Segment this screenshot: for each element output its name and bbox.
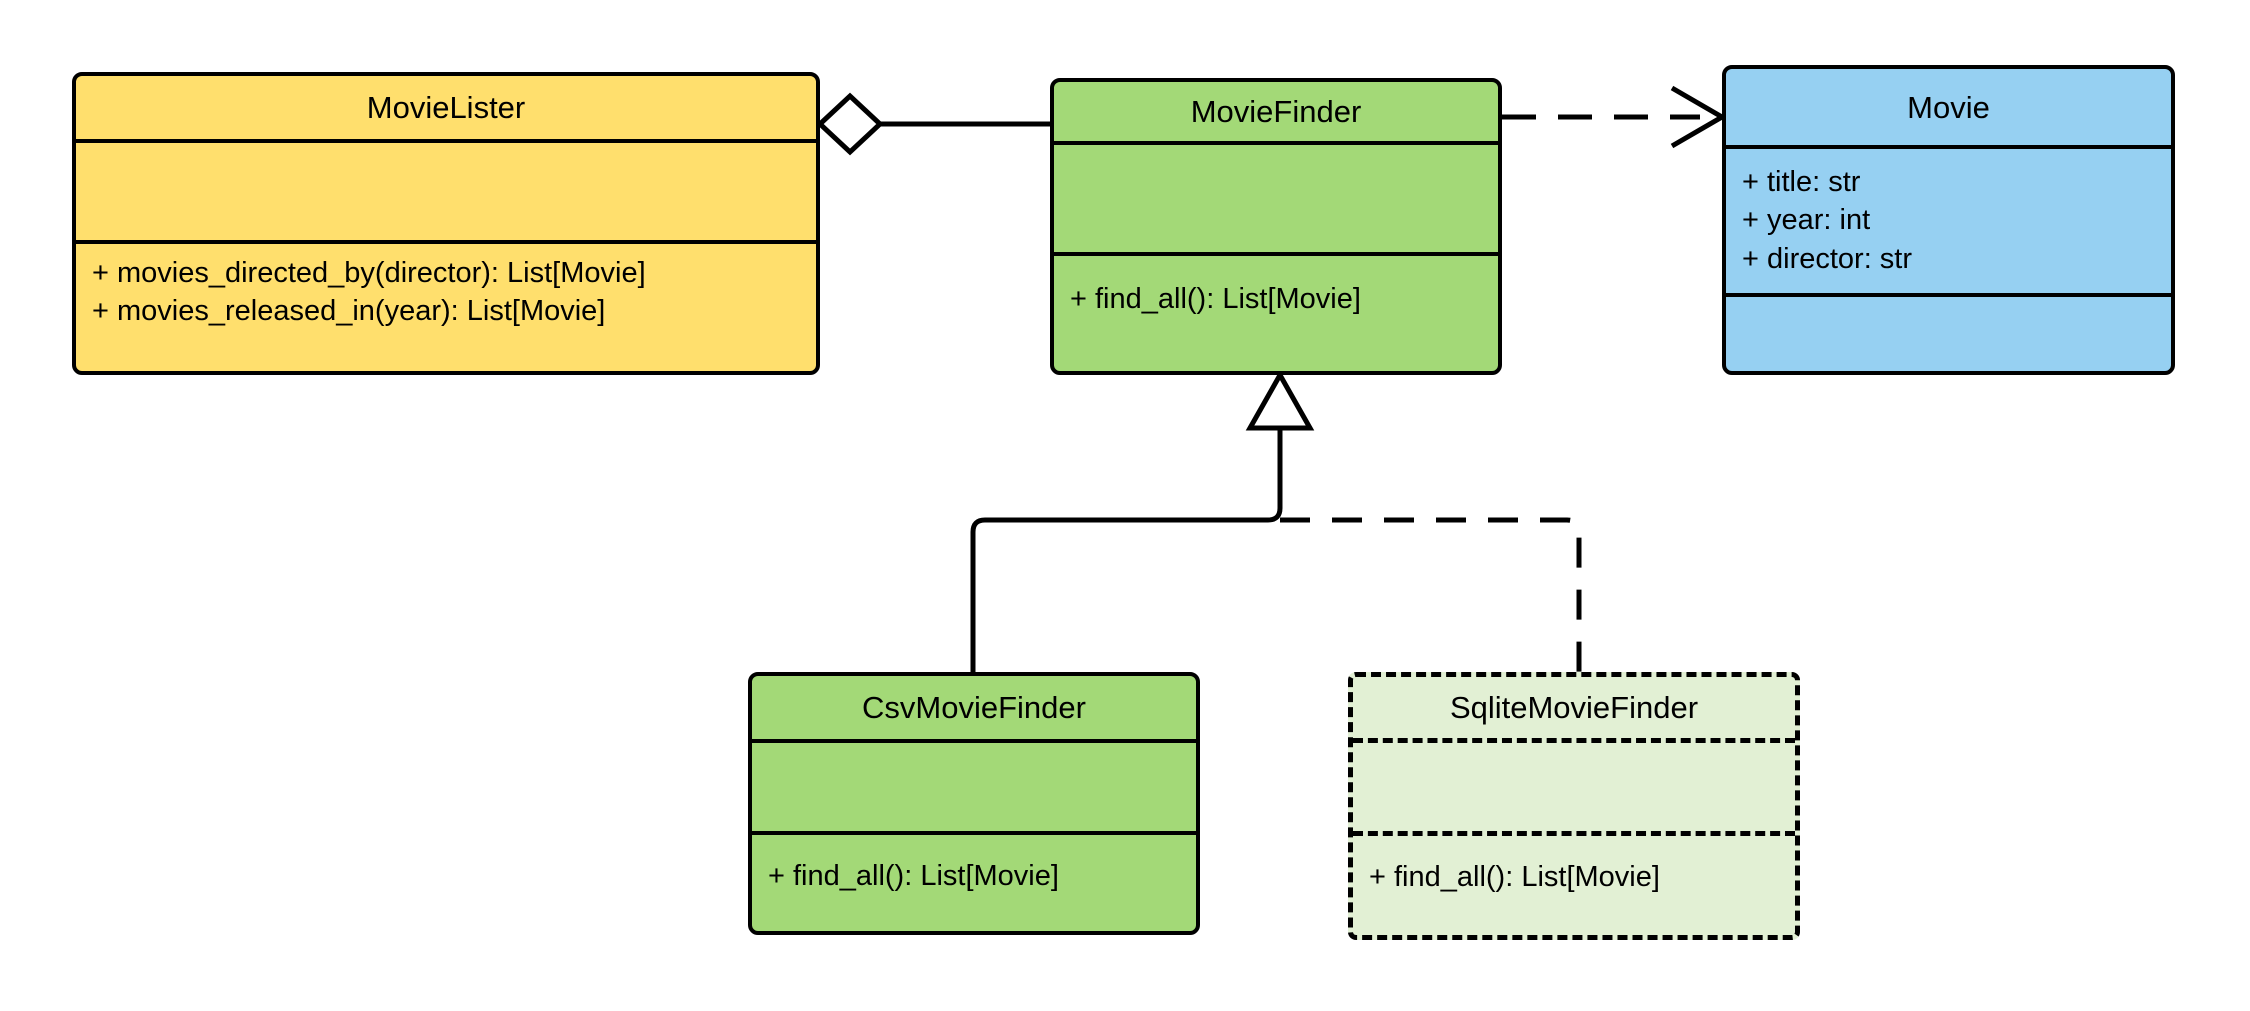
attributes-compartment-csv-movie-finder <box>752 739 1196 831</box>
edge-aggregation-movielister-moviefinder <box>816 92 1050 156</box>
method-item: + find_all(): List[Movie] <box>1369 861 1660 893</box>
class-title-movie-lister: MovieLister <box>366 90 526 125</box>
method-item: + movies_released_in(year): List[Movie] <box>92 295 606 328</box>
class-box-sqlite-movie-finder[interactable]: SqliteMovieFinder + find_all(): List[Mov… <box>1348 672 1800 940</box>
class-title-sqlite-movie-finder: SqliteMovieFinder <box>1449 690 1699 725</box>
class-box-movie-lister[interactable]: MovieLister + movies_directed_by(directo… <box>72 72 820 375</box>
methods-compartment-movie-finder: + find_all(): List[Movie] <box>1054 252 1498 371</box>
hollow-triangle-icon <box>1245 369 1315 431</box>
attribute-item: + year: int <box>1742 204 1871 237</box>
class-title-csv-movie-finder: CsvMovieFinder <box>862 690 1086 725</box>
method-item: + movies_directed_by(director): List[Mov… <box>92 257 646 289</box>
class-box-movie-finder[interactable]: MovieFinder + find_all(): List[Movie] <box>1050 78 1502 375</box>
method-item: + find_all(): List[Movie] <box>768 860 1059 892</box>
edge-dependency-moviefinder-movie <box>1502 85 1727 149</box>
open-arrow-icon <box>1670 85 1727 149</box>
edge-generalization-csvmoviefinder-moviefinder <box>970 369 1315 672</box>
class-title-movie: Movie <box>1907 89 1990 125</box>
class-box-csv-movie-finder[interactable]: CsvMovieFinder + find_all(): List[Movie] <box>748 672 1200 935</box>
attributes-compartment-movie-finder <box>1054 141 1498 252</box>
methods-compartment-movie <box>1726 293 2171 371</box>
methods-compartment-sqlite-movie-finder: + find_all(): List[Movie] <box>1353 831 1795 929</box>
class-box-movie[interactable]: Movie + title: str + year: int + directo… <box>1722 65 2175 375</box>
attributes-compartment-movie-lister <box>76 139 816 240</box>
method-item: + find_all(): List[Movie] <box>1070 283 1361 315</box>
edge-generalization-sqlitemoviefinder-moviefinder <box>1280 517 1582 672</box>
attribute-item: + director: str <box>1742 242 1913 275</box>
methods-compartment-movie-lister: + movies_directed_by(director): List[Mov… <box>76 240 816 371</box>
hollow-diamond-icon <box>816 92 884 156</box>
methods-compartment-csv-movie-finder: + find_all(): List[Movie] <box>752 831 1196 931</box>
attributes-compartment-sqlite-movie-finder <box>1353 738 1795 831</box>
attributes-compartment-movie: + title: str + year: int + director: str <box>1726 145 2171 293</box>
attribute-item: + title: str <box>1742 166 1861 198</box>
class-title-movie-finder: MovieFinder <box>1190 94 1362 129</box>
